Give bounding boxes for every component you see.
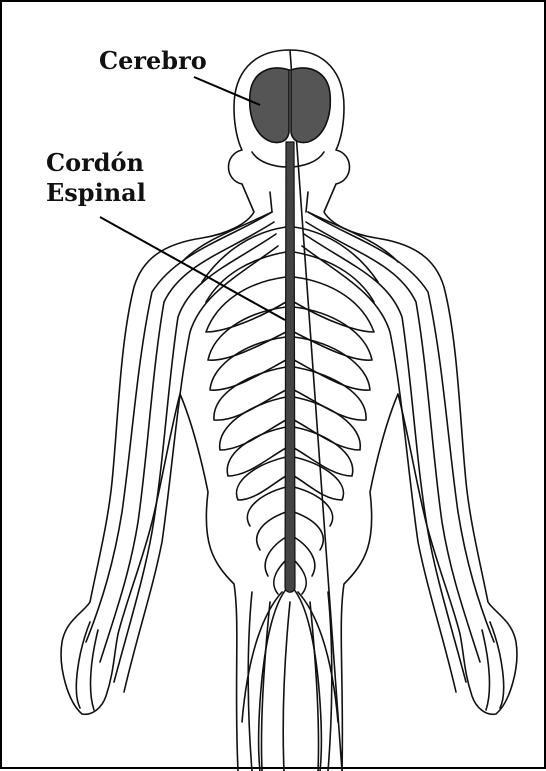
spinal-cord-label: Cordón Espinal (46, 148, 146, 208)
brain-shape (250, 68, 331, 142)
spinal-cord-shape (285, 142, 295, 592)
spinal-cord-label-line1: Cordón (46, 148, 146, 178)
spinal-cord-label-line2: Espinal (46, 178, 146, 208)
brain-label: Cerebro (99, 46, 207, 76)
